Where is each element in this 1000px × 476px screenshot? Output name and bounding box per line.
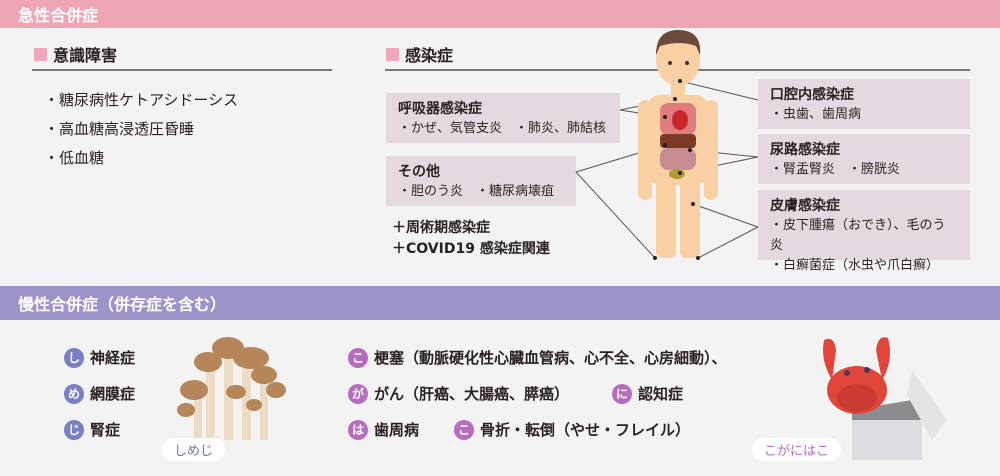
skin-infection-box: 皮膚感染症 ・皮下腫瘍（おでき）、毛のう炎 ・白癬菌症（水虫や爪白癬）	[758, 190, 970, 273]
acute-complications-header: 急性合併症	[0, 0, 1000, 28]
pink-square-icon	[386, 47, 399, 61]
infection-heading: 感染症	[386, 42, 453, 66]
chronic-complications-header: 慢性合併症（併存症を含む）	[0, 286, 1000, 320]
kaganihako-item-fracture: こ 骨折・転倒（やせ・フレイル）	[454, 419, 690, 440]
shimeji-item-nephropathy: じ 腎症	[64, 419, 120, 440]
shimeji-label: しめじ	[162, 438, 226, 461]
kaganihako-item-dementia: に 認知症	[612, 383, 683, 404]
kaganihako-item-periodontal: は 歯周病	[348, 419, 419, 440]
kaganihako-item-cancer: が がん（肝癌、大腸癌、膵癌）	[348, 383, 569, 404]
shimeji-mushroom-illustration	[177, 337, 286, 440]
kaganihako-label: こがにはこ	[752, 438, 842, 461]
consciousness-heading: 意識障害	[34, 42, 117, 66]
other-infection-box: その他 ・胆のう炎 ・糖尿病壊疽	[386, 156, 576, 206]
shimeji-item-retinopathy: め 網膜症	[64, 383, 135, 404]
kaganihako-item-infarction: こ 梗塞（動脈硬化性心臓血管病、心不全、心房細動）、	[348, 347, 727, 368]
consciousness-list: ・糖尿病性ケトアシドーシス ・高血糖高浸透圧昏睡 ・低血糖	[44, 91, 239, 167]
shimeji-item-neuropathy: し 神経症	[64, 347, 135, 368]
extra-infections: ＋周術期感染症 ＋COVID19 感染症関連	[392, 220, 550, 257]
oral-infection-box: 口腔内感染症 ・虫歯、歯周病	[758, 79, 970, 129]
respiratory-infection-box: 呼吸器感染症 ・かぜ、気管支炎 ・肺炎、肺結核	[386, 93, 620, 143]
crab-in-box-illustration	[823, 337, 947, 460]
pink-square-icon	[34, 47, 47, 61]
divider	[32, 69, 332, 71]
urinary-infection-box: 尿路感染症 ・腎盂腎炎 ・膀胱炎	[758, 134, 970, 184]
human-body-illustration	[575, 30, 759, 260]
